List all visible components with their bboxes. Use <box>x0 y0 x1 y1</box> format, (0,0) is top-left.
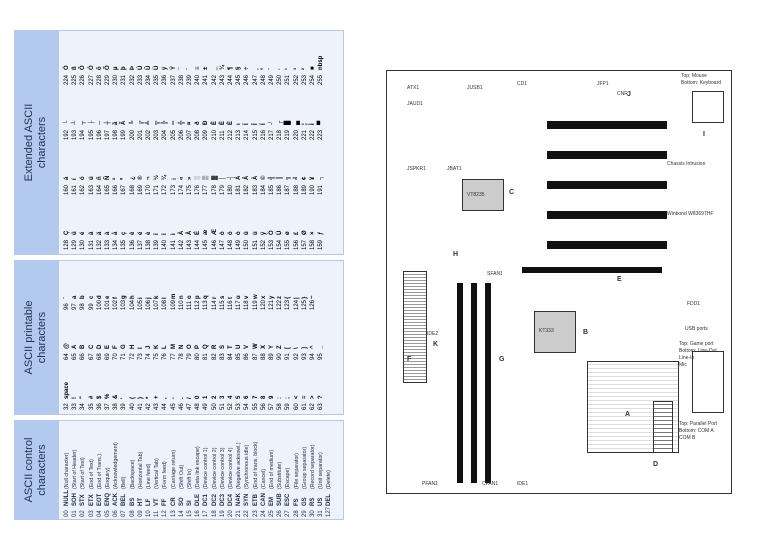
extended-title-line2: characters <box>36 116 48 169</box>
extended-code: 255 <box>318 74 325 85</box>
extended-char: ┐ <box>318 175 325 180</box>
rear-label: Bottom: Keyboard <box>681 80 722 86</box>
printable-row: 63? <box>315 387 328 410</box>
label-b: B <box>583 329 589 336</box>
label-a: A <box>625 411 631 418</box>
dimm-slot-1 <box>457 283 463 483</box>
printable-char: _ <box>318 345 325 349</box>
printable-row: 95 _ <box>315 337 328 360</box>
label-d: D <box>653 461 659 468</box>
small-label: CNR <box>617 91 628 97</box>
rear-label: Top: Parallel Port <box>679 421 718 427</box>
extended-title-line1: Extended ASCII <box>23 103 35 182</box>
rear-label: Top: Game port <box>679 341 714 347</box>
extended-code: 223 <box>318 129 325 140</box>
rear-label: Top: Mouse <box>681 73 707 79</box>
printable-title-line2: characters <box>36 311 48 364</box>
extended-char: ƒ <box>318 231 325 235</box>
rear-label: Bottom: COM A <box>679 428 714 434</box>
extended-row: 159 ƒ <box>315 225 328 250</box>
pci-slot-3 <box>547 181 667 189</box>
rear-label: USB ports <box>685 326 708 332</box>
small-label: JUSB1 <box>467 85 483 91</box>
control-title-line2: characters <box>36 444 48 496</box>
rear-label: Line-In <box>679 355 695 361</box>
cpu-chip: KT333 <box>534 311 576 353</box>
cpu-chip-label: KT333 <box>539 328 554 334</box>
north-chip: VT8235 <box>462 179 504 211</box>
printable-char: ~ <box>310 295 316 299</box>
label-f: F <box>407 356 412 363</box>
printable-title-line1: ASCII printable <box>23 300 35 375</box>
pci-slot-5 <box>547 241 667 249</box>
extended-header: Extended ASCII characters <box>15 31 59 254</box>
control-title-line1: ASCII control <box>23 437 35 503</box>
printable-code: 126 <box>310 299 316 310</box>
small-label: FDD1 <box>687 301 701 307</box>
label-i: I <box>703 131 705 138</box>
label-g: G <box>499 356 505 363</box>
printable-row: 126~ <box>307 287 320 310</box>
small-label: IDE2 <box>427 331 439 337</box>
small-label: JBAT1 <box>447 166 462 172</box>
control-row: 127DEL (Delete) <box>323 470 336 517</box>
pci-slot-4 <box>547 211 667 219</box>
printable-code: 95 <box>318 353 325 360</box>
control-abbr: DEL <box>326 494 333 506</box>
extended-row: 223 ▀ <box>315 115 328 140</box>
label-e: E <box>617 276 622 283</box>
extended-char: nbsp <box>318 55 325 70</box>
extended-code: 159 <box>318 239 325 250</box>
ide-connector <box>403 271 427 383</box>
agp-slot <box>522 267 662 273</box>
control-section: ASCII control characters 00NULL(Null cha… <box>14 420 344 520</box>
rear-io-bottom <box>692 351 724 413</box>
small-label: SFAN1 <box>487 271 503 277</box>
small-label: CFAN1 <box>482 481 499 487</box>
north-chip-label: VT8235 <box>467 192 485 198</box>
small-label: JSPKR1 <box>407 166 426 172</box>
control-code: 127 <box>326 506 333 517</box>
rear-io-top <box>692 91 724 123</box>
small-label: IDE1 <box>517 481 529 487</box>
extended-row: 255 nbsp <box>315 55 328 85</box>
control-header: ASCII control characters <box>15 421 59 519</box>
extended-row: 191 ┐ <box>315 170 328 195</box>
dimm-slot-3 <box>485 283 491 483</box>
rear-label: Mic <box>679 362 687 368</box>
printable-code: 63 <box>318 403 325 410</box>
label-j: J <box>627 91 631 98</box>
control-desc: (Delete) <box>326 470 333 489</box>
small-label: Winbond W83697HF <box>667 211 714 217</box>
printable-header: ASCII printable characters <box>15 261 59 414</box>
label-k: K <box>433 341 439 348</box>
dimm-slot-2 <box>471 283 477 483</box>
printable-char: ? <box>318 395 325 399</box>
rear-label: COM B <box>679 435 696 441</box>
label-h: H <box>453 251 459 258</box>
control-rows: 00NULL(Null character)01SOH(Start of Hea… <box>59 421 343 519</box>
pci-slot-1 <box>547 121 667 129</box>
ascii-table: ASCII control characters 00NULL(Null cha… <box>14 30 344 520</box>
power-connector <box>653 401 673 453</box>
small-label: PFAN1 <box>422 481 438 487</box>
small-label: Chassis Intrusion <box>667 161 706 167</box>
rear-label: Bottom: Line-Out <box>679 348 717 354</box>
extended-code: 191 <box>318 184 325 195</box>
label-c: C <box>509 189 515 196</box>
pci-slot-2 <box>547 151 667 159</box>
small-label: ATX1 <box>407 85 420 91</box>
small-label: JFP1 <box>597 81 609 87</box>
extended-char: ▀ <box>318 120 325 125</box>
small-label: JAUD1 <box>407 101 423 107</box>
small-label: CD1 <box>517 81 528 87</box>
